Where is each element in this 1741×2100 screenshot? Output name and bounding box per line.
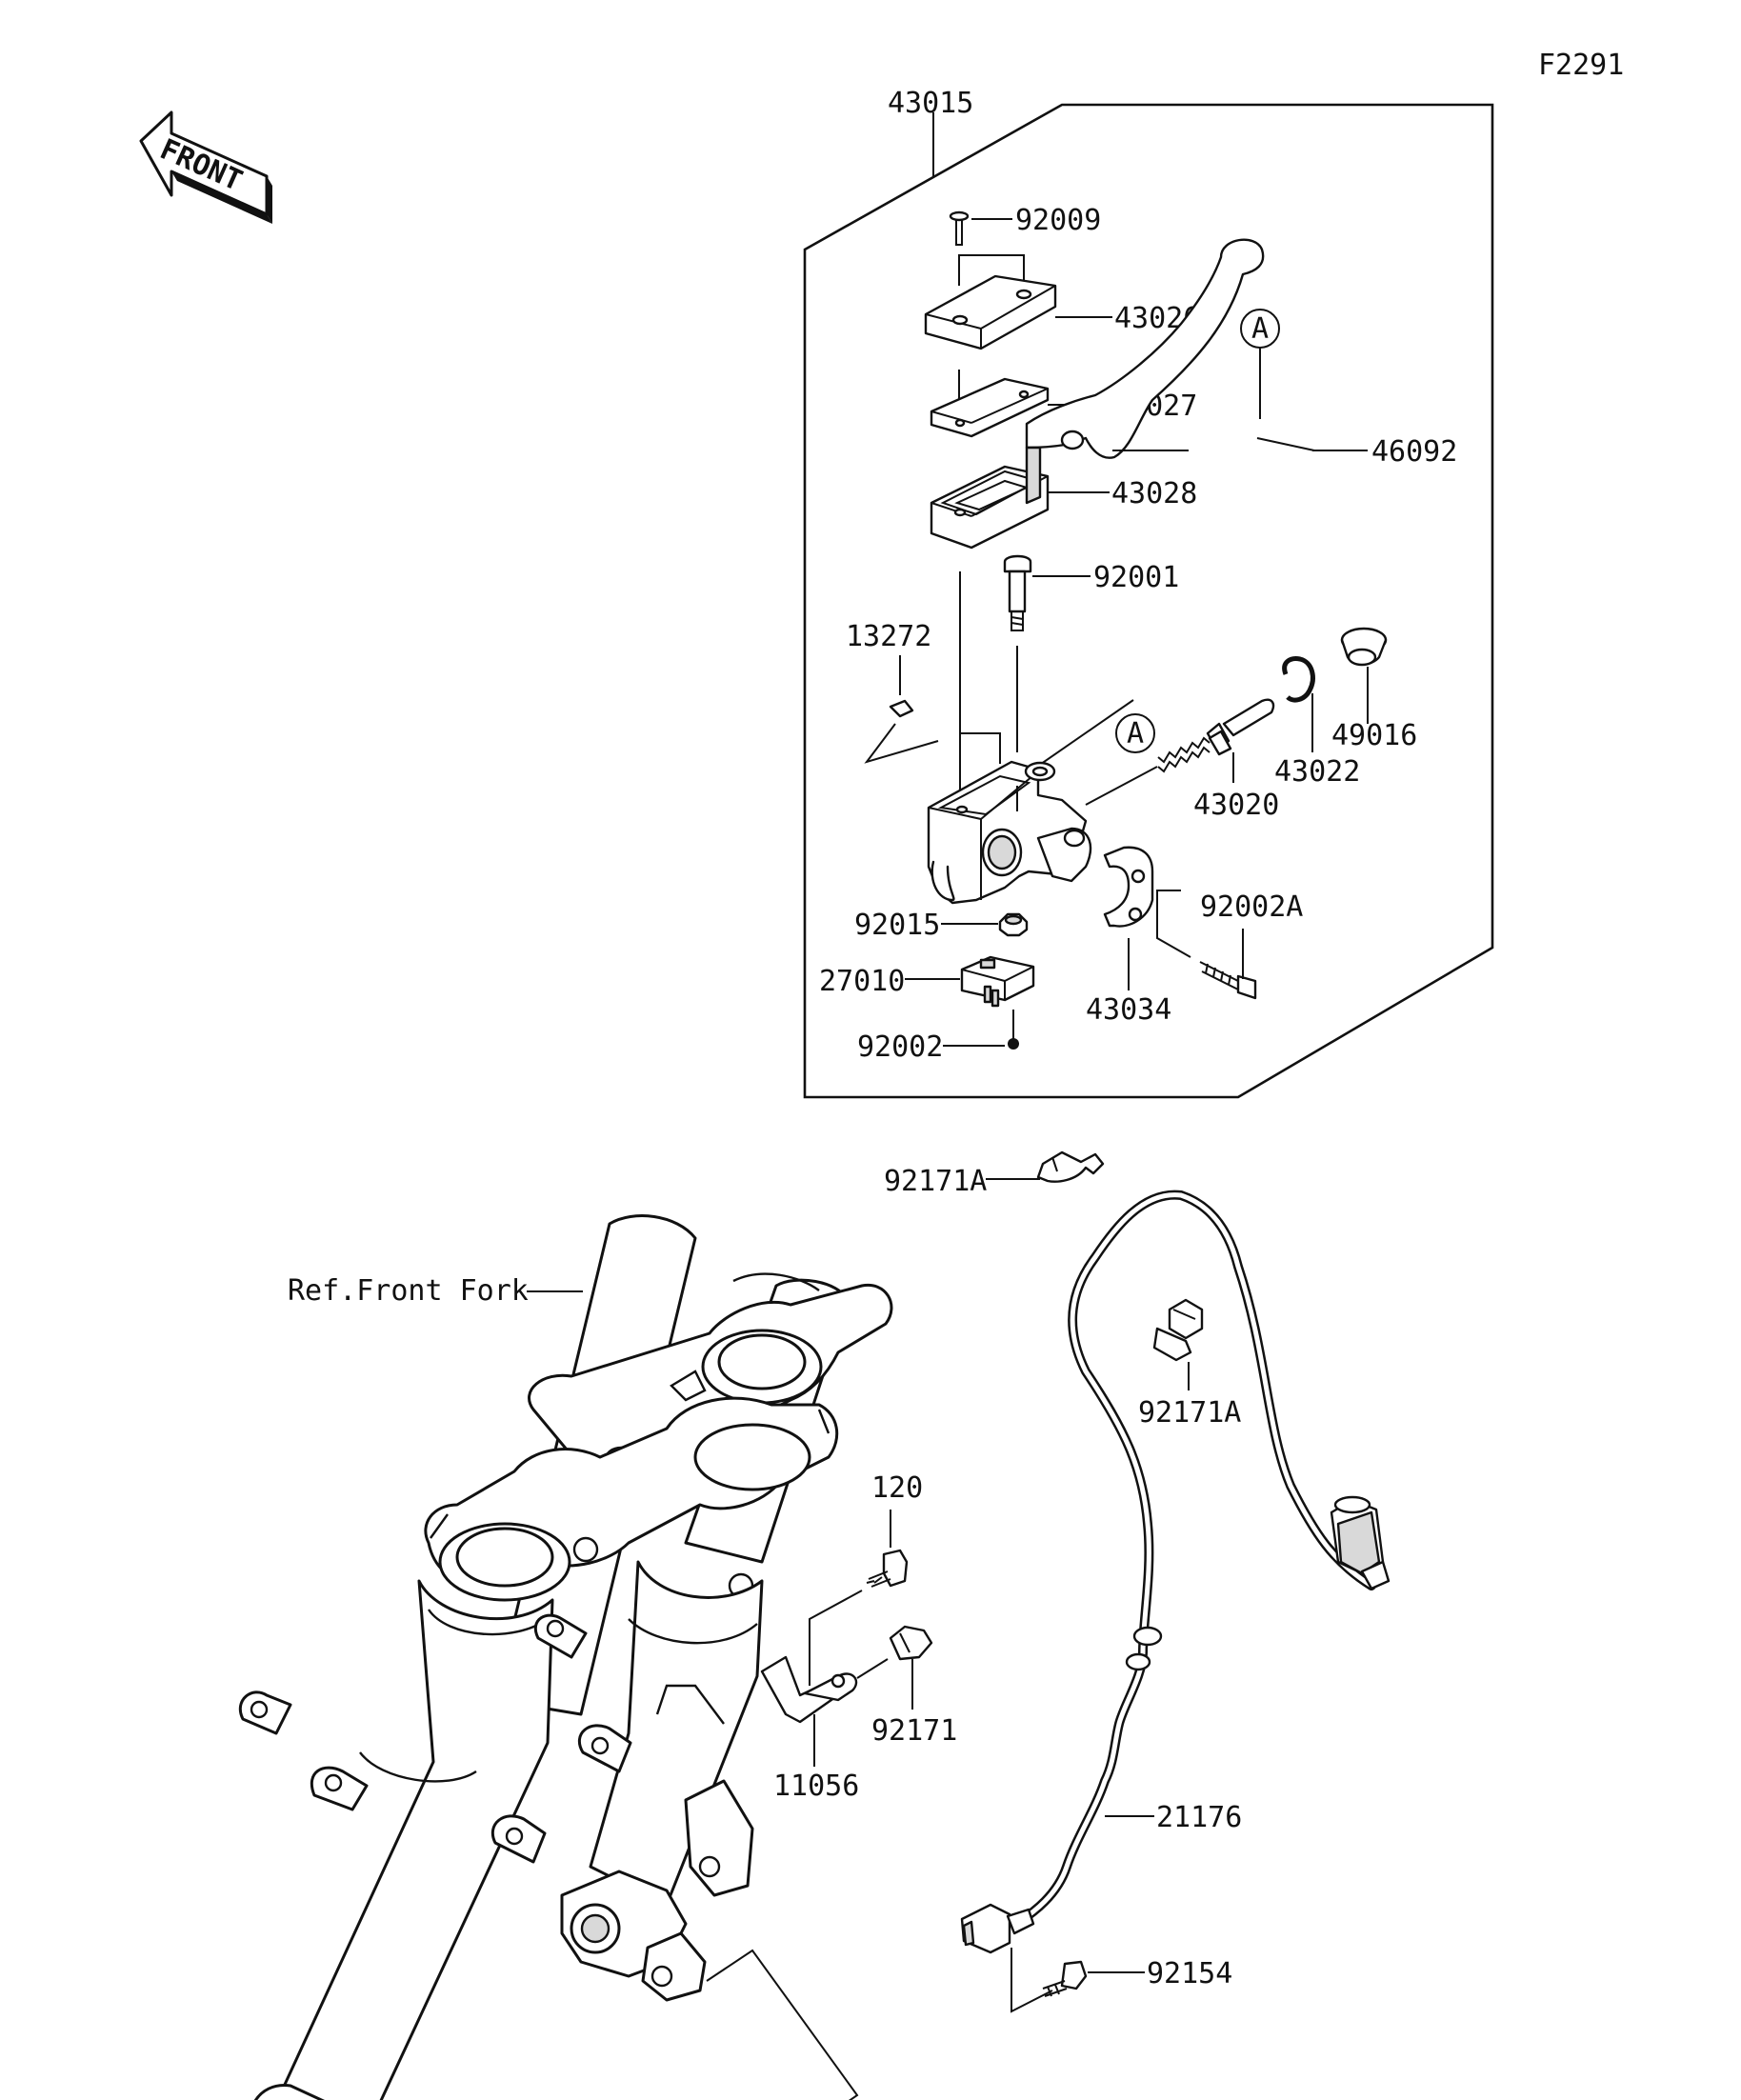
leader-92002A-bracket — [1156, 890, 1191, 958]
callout-a-upper — [1240, 309, 1280, 419]
leader-120-bracket — [809, 1590, 863, 1686]
label-46092: 46092 — [1371, 435, 1457, 469]
label-92015: 92015 — [854, 909, 940, 942]
label-43020: 43020 — [1193, 789, 1279, 822]
label-120: 120 — [871, 1471, 923, 1505]
clamp-92171A-mid — [1152, 1298, 1204, 1390]
circlip-43022 — [1282, 656, 1315, 752]
label-13272: 13272 — [846, 620, 931, 653]
label-92154: 92154 — [1147, 1957, 1232, 1990]
bolt-92002A — [1199, 929, 1257, 1000]
bolt-120 — [866, 1549, 909, 1588]
brake-lever-46092 — [1025, 238, 1265, 505]
clamp-92171 — [856, 1625, 933, 1710]
master-cylinder-body — [927, 760, 1092, 905]
ref-front-fork-label: Ref.Front Fork — [288, 1274, 529, 1308]
screw-92002 — [943, 1010, 1019, 1050]
holder-43034 — [1103, 846, 1154, 990]
label-92001: 92001 — [1093, 561, 1179, 594]
brake-light-switch-27010 — [905, 955, 1035, 1008]
reservoir-cap-43026 — [924, 274, 1112, 350]
leader-92154-bracket — [1011, 1948, 1053, 2013]
label-49016: 49016 — [1331, 719, 1417, 752]
label-92171A-mid: 92171A — [1138, 1396, 1241, 1430]
master-cylinder-assembly-frame — [803, 103, 1494, 1099]
leader-13272-pointer — [864, 723, 939, 764]
abs-sensor-wire-21176 — [960, 1190, 1391, 1954]
nut-92015 — [941, 912, 1029, 937]
dust-boot-49016 — [1340, 627, 1388, 724]
figure-code: F2291 — [1538, 49, 1624, 82]
clamp-92171A-top — [986, 1150, 1105, 1183]
label-92171A-top: 92171A — [884, 1165, 987, 1198]
label-21176: 21176 — [1156, 1801, 1242, 1834]
screw-92009 — [949, 210, 1012, 246]
front-fork-illustration — [238, 1214, 893, 2100]
bolt-92154 — [1042, 1960, 1145, 1997]
label-92009: 92009 — [1015, 204, 1101, 237]
leader-46092b — [1256, 437, 1315, 451]
label-11056: 11056 — [773, 1770, 859, 1803]
plate-13272 — [889, 699, 914, 718]
callout-a-upper-label: A — [1251, 312, 1269, 346]
label-92002: 92002 — [857, 1030, 943, 1064]
label-43022: 43022 — [1274, 755, 1360, 789]
piston-kit-43020 — [1157, 698, 1275, 783]
label-43015: 43015 — [888, 87, 973, 120]
bracket-11056 — [760, 1655, 858, 1767]
leader-piston-bore — [1085, 766, 1158, 806]
front-arrow-icon: FRONT — [139, 110, 272, 224]
label-43034: 43034 — [1086, 993, 1171, 1027]
label-92002A: 92002A — [1200, 890, 1303, 924]
leader-sensor-pointer — [706, 1949, 859, 2100]
leader-92009-bracket — [958, 254, 1025, 286]
callout-a-lower-label: A — [1127, 717, 1144, 750]
label-27010: 27010 — [819, 965, 905, 998]
pivot-bolt-92001 — [1003, 554, 1091, 752]
label-43028: 43028 — [1111, 477, 1197, 510]
diaphragm-43028 — [930, 465, 1110, 550]
label-92171: 92171 — [871, 1714, 957, 1748]
